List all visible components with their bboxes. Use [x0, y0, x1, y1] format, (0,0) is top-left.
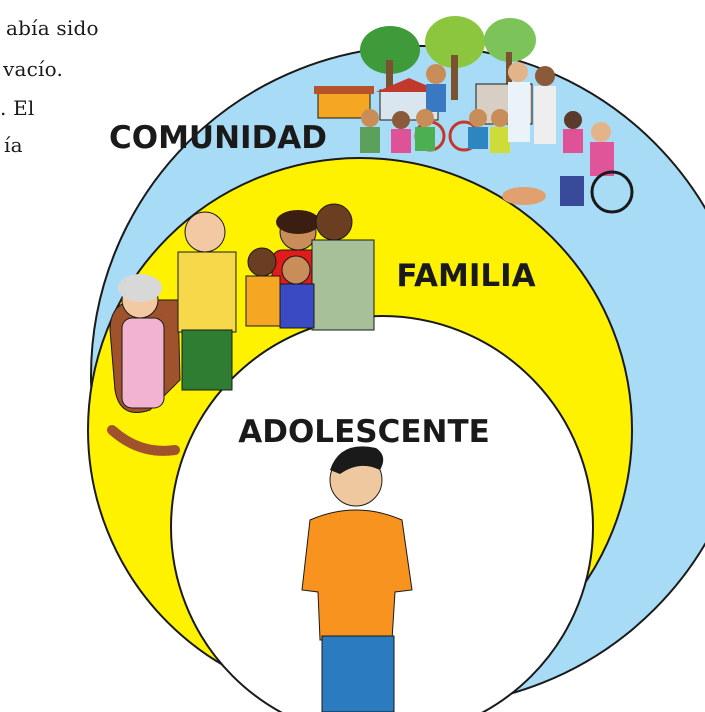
familia-label: FAMILIA [396, 258, 535, 294]
community-illustration [314, 16, 634, 214]
adolescente-label: ADOLESCENTE [238, 414, 490, 450]
text-fragment-4: ía [4, 133, 23, 157]
text-fragment-2: vacío. [3, 57, 64, 81]
text-fragment-3: . El [0, 96, 35, 120]
adolescent-illustration [301, 446, 413, 712]
text-fragment-1: abía sido [6, 16, 99, 40]
comunidad-label: COMUNIDAD [109, 120, 327, 156]
family-illustration [107, 203, 375, 456]
